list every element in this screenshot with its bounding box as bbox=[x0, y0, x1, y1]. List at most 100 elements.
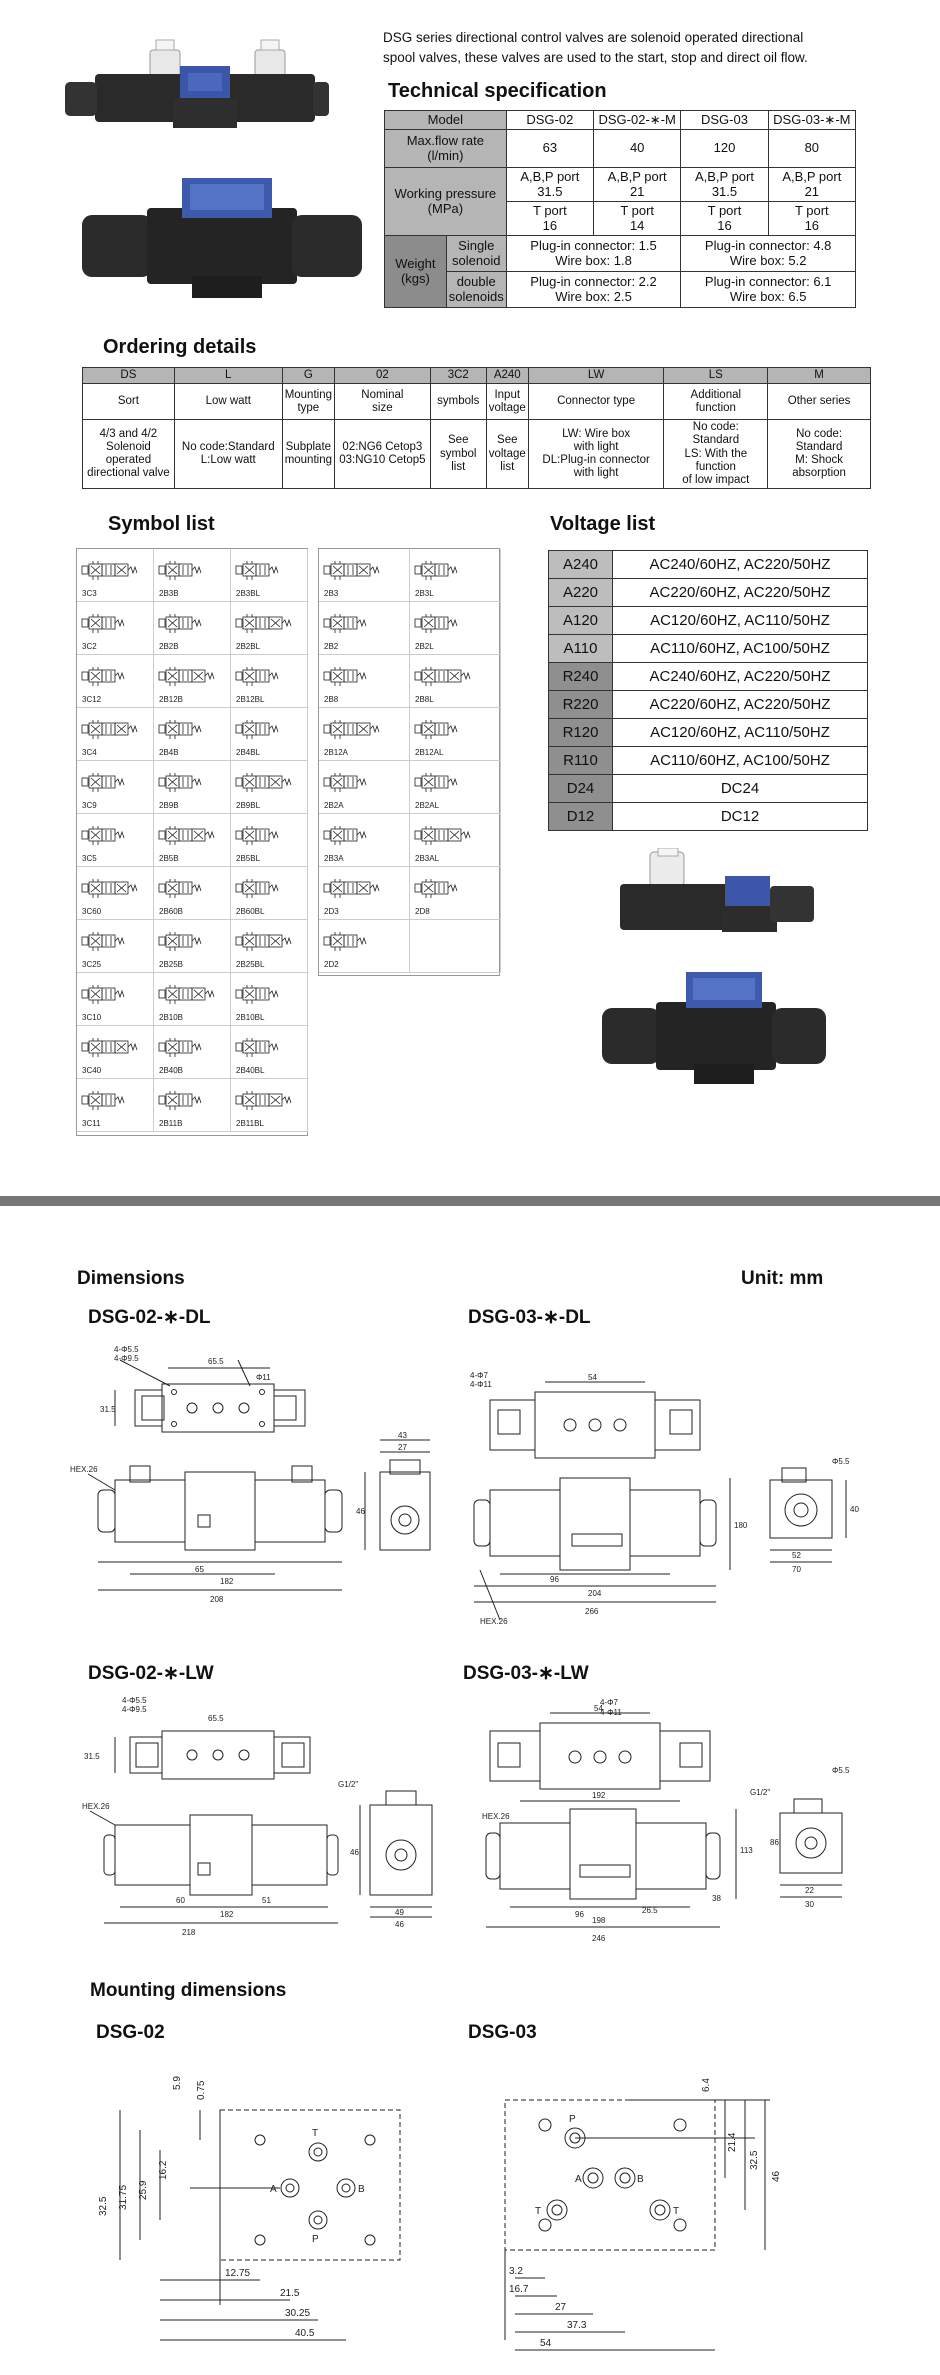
symbol-cell: 2B3B bbox=[154, 549, 231, 602]
symbol-cell: 3C12 bbox=[77, 655, 154, 708]
symbol-cell: 2B12A bbox=[319, 708, 410, 761]
dl03-dim-r: Φ5.5 bbox=[832, 1457, 850, 1466]
dl03-dim-s1: 96 bbox=[550, 1575, 559, 1584]
symbol-cell: 2B2A bbox=[319, 761, 410, 814]
valve-symbol-icon bbox=[158, 667, 215, 686]
valve-symbol-icon bbox=[414, 826, 471, 845]
header-dsg03m: DSG-03-∗-M bbox=[767, 110, 857, 130]
symbol-cell: 3C11 bbox=[77, 1079, 154, 1132]
symbol-cell: 3C10 bbox=[77, 973, 154, 1026]
valve-symbol-icon bbox=[323, 614, 367, 633]
ordering-code-6: LW bbox=[527, 366, 665, 385]
valve-symbol-icon bbox=[235, 773, 292, 792]
lw03-dim-t2: 192 bbox=[592, 1791, 606, 1800]
symbol-code: 2B9BL bbox=[236, 801, 261, 810]
symbol-cell: 2B4BL bbox=[231, 708, 308, 761]
voltage-value: AC110/60HZ, AC100/50HZ bbox=[612, 634, 868, 663]
m02-v6: 32.5 bbox=[98, 2196, 109, 2216]
ordering-detail-line: list bbox=[451, 460, 466, 473]
symbol-cell: 2B10BL bbox=[231, 973, 308, 1026]
m03-h4: 37.3 bbox=[567, 2320, 587, 2331]
symbol-code: 3C9 bbox=[82, 801, 97, 810]
symbol-cell: 3C60 bbox=[77, 867, 154, 920]
voltage-code: R110 bbox=[548, 746, 613, 775]
symbol-code: 3C3 bbox=[82, 589, 97, 598]
m02-v4: 25.9 bbox=[138, 2180, 149, 2200]
header-dsg02m: DSG-02-∗-M bbox=[593, 110, 682, 130]
symbol-code: 2B40BL bbox=[236, 1066, 265, 1075]
voltage-code: A240 bbox=[548, 550, 613, 579]
symbol-cell: 2D8 bbox=[410, 867, 501, 920]
valve-photo-top bbox=[55, 38, 330, 143]
symbol-cell: 2B5BL bbox=[231, 814, 308, 867]
m03-h3: 27 bbox=[555, 2302, 567, 2313]
valve-symbol-icon bbox=[323, 932, 367, 951]
symbol-code: 2B3B bbox=[159, 589, 179, 598]
valve-symbol-icon bbox=[414, 667, 471, 686]
ordering-detail-line: L:Low watt bbox=[200, 454, 256, 467]
symbol-cell: 2B2BL bbox=[231, 602, 308, 655]
ordering-name-line: symbols bbox=[437, 395, 480, 408]
symbol-code: 3C12 bbox=[82, 695, 102, 704]
m03-v3: 32.5 bbox=[749, 2150, 760, 2170]
lw03-dim-side: 86 bbox=[770, 1838, 779, 1847]
symbol-code: 2B4BL bbox=[236, 748, 261, 757]
ordering-detail-line: See bbox=[497, 434, 518, 447]
dl03-dim-d1: 4-Φ7 bbox=[470, 1371, 488, 1380]
dimensions-title: Dimensions bbox=[77, 1268, 185, 1289]
ordering-detail-line: DL:Plug-in connector bbox=[542, 454, 650, 467]
symbol-cell: 2B3L bbox=[410, 549, 501, 602]
unit-label: Unit: mm bbox=[741, 1268, 824, 1289]
lw03-dim-d1: 4-Φ7 bbox=[600, 1698, 618, 1707]
symbol-code: 3C4 bbox=[82, 748, 97, 757]
symbol-cell: 2D2 bbox=[319, 920, 410, 973]
ordering-detail-line: Standard bbox=[795, 441, 843, 454]
ordering-name-line: Low watt bbox=[205, 395, 251, 408]
voltage-code: R120 bbox=[548, 718, 613, 747]
ordering-detail-line: with light bbox=[573, 467, 619, 480]
symbol-cell: 2B25BL bbox=[231, 920, 308, 973]
symbol-cell: 2B5B bbox=[154, 814, 231, 867]
lw02-dim-s2: 51 bbox=[262, 1896, 271, 1905]
dl02-dim-s1: 65 bbox=[195, 1565, 204, 1574]
ordering-name-4: symbols bbox=[429, 383, 487, 421]
dsg03-lw-drawing: 4-Φ7 4-Φ11 54 192 HEX.26 96 198 246 113 … bbox=[480, 1695, 880, 1960]
dl02-dim-s3: 208 bbox=[210, 1595, 224, 1604]
lw03-dim-r: Φ5.5 bbox=[832, 1766, 850, 1775]
dl02-dim-d2: 4-Φ9.5 bbox=[114, 1354, 139, 1363]
valve-symbol-icon bbox=[414, 561, 458, 580]
valve-photo-small bbox=[610, 847, 820, 938]
ordering-code-3: 02 bbox=[334, 366, 431, 385]
ordering-detail-line: operated bbox=[105, 454, 152, 467]
ordering-name-6: Connector type bbox=[527, 383, 665, 421]
symbol-code: 2B4B bbox=[159, 748, 179, 757]
lw03-dim-s3: 246 bbox=[592, 1934, 606, 1943]
lw03-dim-d2: 4-Φ11 bbox=[600, 1708, 622, 1717]
valve-symbol-icon bbox=[158, 826, 215, 845]
symbol-code: 2B2BL bbox=[236, 642, 261, 651]
symbol-code: 2B2L bbox=[415, 642, 434, 651]
flow-value: 120 bbox=[680, 129, 769, 168]
voltage-code: D24 bbox=[548, 774, 613, 803]
ordering-detail-line: symbol bbox=[440, 447, 477, 460]
m02-v1: 5.9 bbox=[172, 2076, 183, 2090]
valve-symbol-icon bbox=[158, 773, 202, 792]
valve-symbol-icon bbox=[323, 561, 380, 580]
ordering-detail-line: 03:NG10 Cetop5 bbox=[339, 454, 426, 467]
symbol-cell: 3C2 bbox=[77, 602, 154, 655]
lw03-dim-h1: 113 bbox=[740, 1846, 753, 1855]
valve-symbol-icon bbox=[235, 614, 292, 633]
m03-h2: 16.7 bbox=[509, 2284, 529, 2295]
valve-symbol-icon bbox=[81, 879, 138, 898]
symbol-list-title: Symbol list bbox=[108, 513, 215, 535]
mounting-dsg03-drawing: 6.4 21.4 32.5 46 3.2 16.7 27 37.3 54 P A… bbox=[495, 2070, 835, 2360]
